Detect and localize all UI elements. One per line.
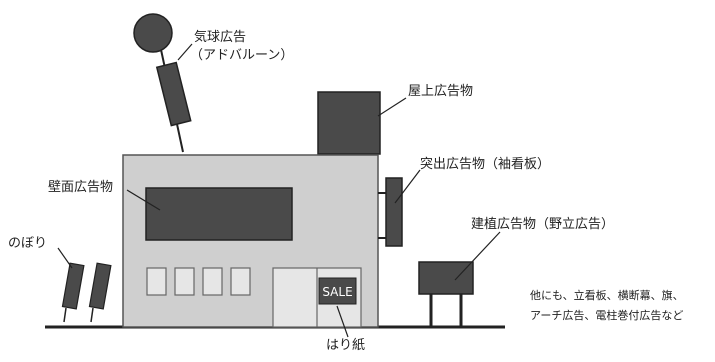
rooftop-label: 屋上広告物 bbox=[408, 84, 474, 99]
leader-lines bbox=[57, 43, 501, 338]
balloon-label-line1: 気球広告 bbox=[194, 30, 247, 45]
balloon-advertisement bbox=[133, 13, 192, 153]
projecting-sign bbox=[378, 177, 403, 247]
windows bbox=[146, 267, 251, 296]
rooftop-sign bbox=[317, 91, 381, 155]
standing-label: 建植広告物（野立広告） bbox=[471, 217, 615, 232]
nobori-label: のぼり bbox=[8, 236, 48, 251]
standing-sign bbox=[418, 261, 474, 327]
sale-poster bbox=[318, 277, 357, 305]
balloon bbox=[133, 13, 173, 53]
balloon-banner bbox=[155, 61, 192, 127]
nobori-flags bbox=[61, 262, 112, 323]
sale-text: SALE bbox=[322, 285, 352, 299]
wall-label: 壁面広告物 bbox=[48, 180, 114, 195]
wall-sign bbox=[145, 187, 293, 241]
note-line1: 他にも、立看板、横断幕、旗、 bbox=[530, 289, 684, 302]
harigami-label: はり紙 bbox=[326, 338, 366, 353]
projecting-label: 突出広告物（袖看板） bbox=[420, 157, 551, 172]
note-line2: アーチ広告、電柱巻付広告など bbox=[530, 309, 684, 322]
balloon-label-line2: （アドバルーン） bbox=[190, 48, 294, 63]
